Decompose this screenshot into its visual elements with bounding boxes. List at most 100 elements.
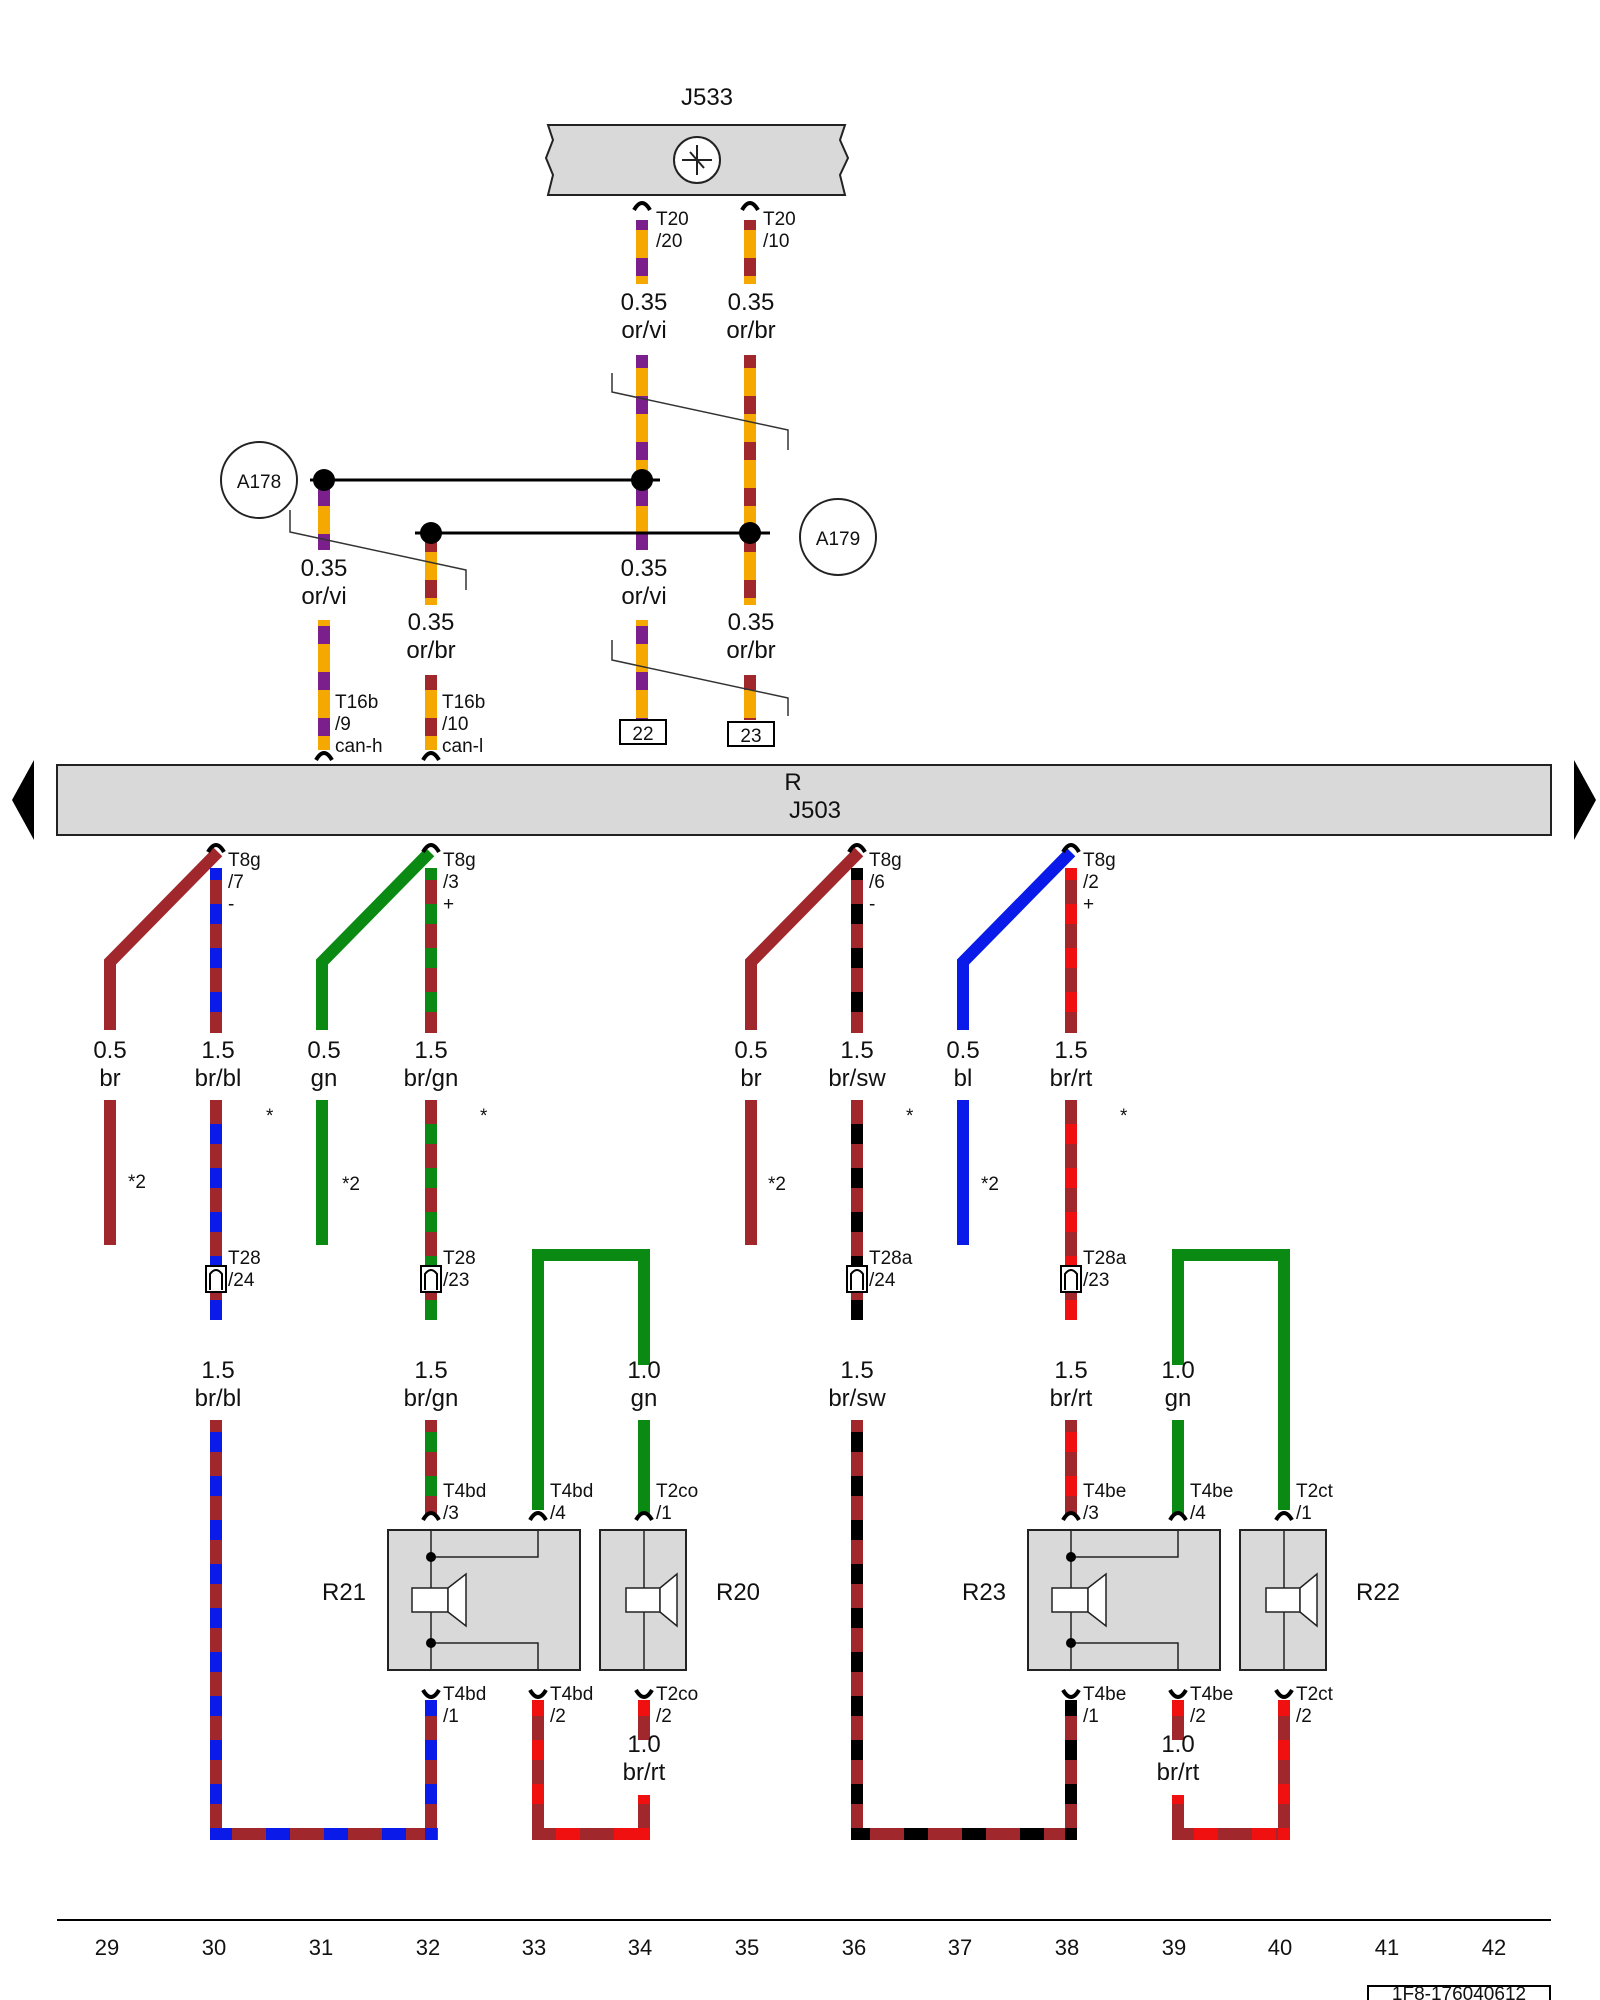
svg-text:T4be: T4be (1190, 1481, 1233, 1502)
svg-text:*: * (480, 1106, 488, 1127)
svg-text:or/br: or/br (726, 317, 775, 344)
svg-text:/7: /7 (228, 872, 244, 893)
svg-text:*: * (906, 1106, 914, 1127)
svg-text:1F8-176040612: 1F8-176040612 (1392, 1984, 1526, 2000)
svg-text:1.5: 1.5 (840, 1037, 873, 1064)
grid-number: 38 (1055, 1935, 1079, 1960)
svg-text:/2: /2 (1083, 872, 1099, 893)
svg-text:+: + (1083, 894, 1094, 915)
svg-text:*2: *2 (128, 1172, 146, 1193)
svg-text:T28a: T28a (869, 1248, 913, 1269)
svg-text:T28: T28 (443, 1248, 476, 1269)
wire-labels: 0.5 br 1.5 br/bl 0.5 gn 1.5 br/gn 0.5 br… (93, 1037, 1199, 1786)
svg-text:/24: /24 (228, 1270, 255, 1291)
svg-text:A179: A179 (816, 529, 860, 550)
svg-text:22: 22 (632, 724, 653, 745)
svg-text:br: br (740, 1065, 761, 1092)
svg-text:T2ct: T2ct (1296, 1684, 1334, 1705)
svg-text:T4be: T4be (1083, 1684, 1126, 1705)
svg-text:/1: /1 (1083, 1706, 1099, 1727)
svg-text:T20: T20 (763, 209, 796, 230)
svg-text:/1: /1 (1296, 1503, 1312, 1524)
grid-number: 30 (202, 1935, 226, 1960)
svg-text:0.5: 0.5 (734, 1037, 767, 1064)
top-wiring: T20 /20 T20 /10 0.35 or/vi 0.35 or/br 0.… (220, 201, 877, 762)
svg-text:0.35: 0.35 (728, 609, 775, 636)
svg-text:T2co: T2co (656, 1481, 698, 1502)
wire-label: 0.35 (621, 289, 668, 316)
grid-number: 31 (309, 1935, 333, 1960)
svg-text:T8g: T8g (1083, 850, 1116, 871)
svg-text:T4bd: T4bd (550, 1684, 593, 1705)
svg-text:can-h: can-h (335, 736, 383, 757)
svg-text:1.0: 1.0 (1161, 1357, 1194, 1384)
svg-text:T2co: T2co (656, 1684, 698, 1705)
svg-text:/1: /1 (656, 1503, 672, 1524)
svg-text:0.5: 0.5 (93, 1037, 126, 1064)
svg-text:/1: /1 (443, 1706, 459, 1727)
svg-text:gn: gn (631, 1385, 658, 1412)
svg-text:/3: /3 (1083, 1503, 1099, 1524)
connector-labels: T8g /7 - T8g /3 + T8g /6 - T8g /2 + T28 … (228, 850, 1334, 1727)
svg-text:*2: *2 (342, 1174, 360, 1195)
svg-text:/10: /10 (442, 714, 468, 735)
svg-text:0.35: 0.35 (301, 555, 348, 582)
svg-text:T4be: T4be (1083, 1481, 1126, 1502)
svg-text:T4be: T4be (1190, 1684, 1233, 1705)
svg-text:br/rt: br/rt (1157, 1759, 1200, 1786)
svg-text:/9: /9 (335, 714, 351, 735)
j533-label: J533 (681, 84, 733, 111)
svg-text:/2: /2 (550, 1706, 566, 1727)
svg-text:or/br: or/br (406, 637, 455, 664)
svg-text:br/rt: br/rt (623, 1759, 666, 1786)
speaker-icon (1265, 1587, 1301, 1613)
svg-text:T20: T20 (656, 209, 689, 230)
svg-text:1.5: 1.5 (840, 1357, 873, 1384)
svg-text:T4bd: T4bd (443, 1481, 486, 1502)
svg-text:/4: /4 (1190, 1503, 1206, 1524)
grid-number: 39 (1162, 1935, 1186, 1960)
svg-text:br/gn: br/gn (404, 1065, 459, 1092)
speaker-r21: R21 (322, 1529, 581, 1671)
svg-text:T4bd: T4bd (443, 1684, 486, 1705)
svg-text:br/rt: br/rt (1050, 1065, 1093, 1092)
speaker-icon (625, 1587, 661, 1613)
svg-text:1.0: 1.0 (1161, 1731, 1194, 1758)
svg-text:T8g: T8g (228, 850, 261, 871)
svg-text:or/vi: or/vi (621, 317, 666, 344)
grid-number: 32 (416, 1935, 440, 1960)
a178-node (220, 441, 298, 519)
svg-text:/2: /2 (1296, 1706, 1312, 1727)
svg-text:1.5: 1.5 (1054, 1357, 1087, 1384)
svg-text:/23: /23 (443, 1270, 469, 1291)
svg-text:T28: T28 (228, 1248, 261, 1269)
svg-text:/20: /20 (656, 231, 682, 252)
svg-text:/24: /24 (869, 1270, 896, 1291)
svg-text:J503: J503 (789, 797, 841, 824)
grid-number: 37 (948, 1935, 972, 1960)
svg-text:-: - (869, 894, 875, 915)
svg-text:/10: /10 (763, 231, 789, 252)
right-arrow-icon (1574, 760, 1596, 840)
svg-text:1.5: 1.5 (201, 1037, 234, 1064)
svg-text:/2: /2 (1190, 1706, 1206, 1727)
svg-text:or/vi: or/vi (301, 583, 346, 610)
grid-number: 33 (522, 1935, 546, 1960)
svg-text:*: * (1120, 1106, 1128, 1127)
svg-text:1.5: 1.5 (201, 1357, 234, 1384)
svg-text:br/rt: br/rt (1050, 1385, 1093, 1412)
terminal-box-23 (727, 721, 775, 747)
svg-text:bl: bl (954, 1065, 973, 1092)
svg-text:br/bl: br/bl (195, 1385, 242, 1412)
left-arrow-icon (12, 760, 34, 840)
svg-text:or/br: or/br (726, 637, 775, 664)
speaker-r23: R23 (962, 1529, 1221, 1671)
speaker-icon (411, 1587, 449, 1613)
reference-code: 1F8-176040612 (1367, 1984, 1551, 2000)
svg-text:gn: gn (1165, 1385, 1192, 1412)
svg-text:br/bl: br/bl (195, 1065, 242, 1092)
connector-hooks (206, 843, 1294, 1699)
svg-text:0.35: 0.35 (408, 609, 455, 636)
svg-text:0.35: 0.35 (728, 289, 775, 316)
svg-text:+: + (443, 894, 454, 915)
